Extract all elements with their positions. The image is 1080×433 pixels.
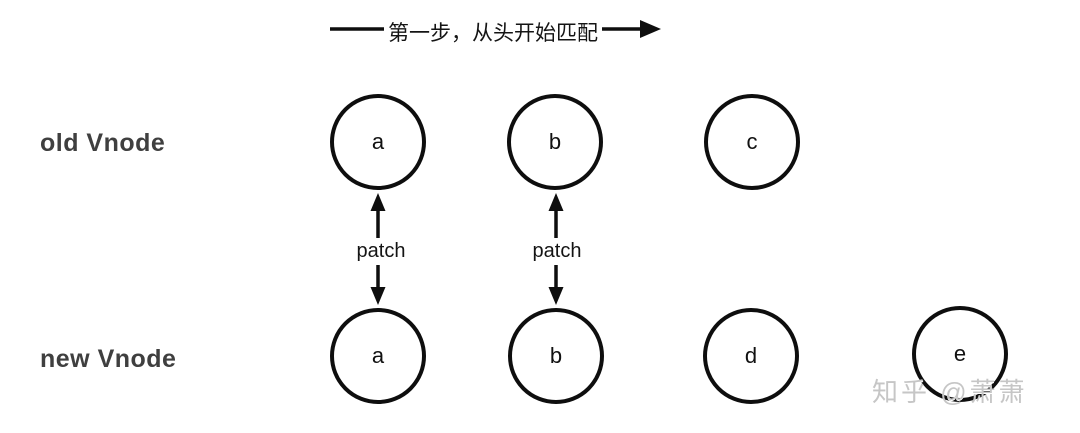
step-arrow-head-icon — [640, 20, 661, 38]
new-node-a-letter: a — [371, 343, 385, 368]
old-node-a: a — [330, 94, 426, 190]
new-vnode-label: new Vnode — [40, 345, 177, 373]
old-vnode-label: old Vnode — [40, 129, 166, 157]
patch-label-a: patch — [352, 238, 410, 265]
new-node-a: a — [330, 308, 426, 404]
patch-arrow-b-up-head-icon — [548, 193, 564, 211]
old-node-b-letter: b — [548, 129, 562, 154]
patch-arrow-b-down-head-icon — [548, 287, 564, 305]
old-node-b: b — [507, 94, 603, 190]
new-node-e-letter: e — [953, 341, 967, 366]
new-node-d-letter: d — [744, 343, 758, 368]
patch-arrow-a-up-head-icon — [370, 193, 386, 211]
new-node-b-letter: b — [549, 343, 563, 368]
watermark: 知乎 @萧萧 — [872, 377, 1028, 407]
new-node-d: d — [703, 308, 799, 404]
old-node-c: c — [704, 94, 800, 190]
patch-label-b: patch — [528, 238, 586, 265]
old-node-a-letter: a — [371, 129, 385, 154]
step-arrow-label: 第一步，从头开始匹配 — [384, 17, 602, 47]
old-node-c-letter: c — [746, 129, 758, 154]
new-node-e: e — [912, 306, 1008, 402]
new-node-b: b — [508, 308, 604, 404]
patch-arrow-a-down-head-icon — [370, 287, 386, 305]
